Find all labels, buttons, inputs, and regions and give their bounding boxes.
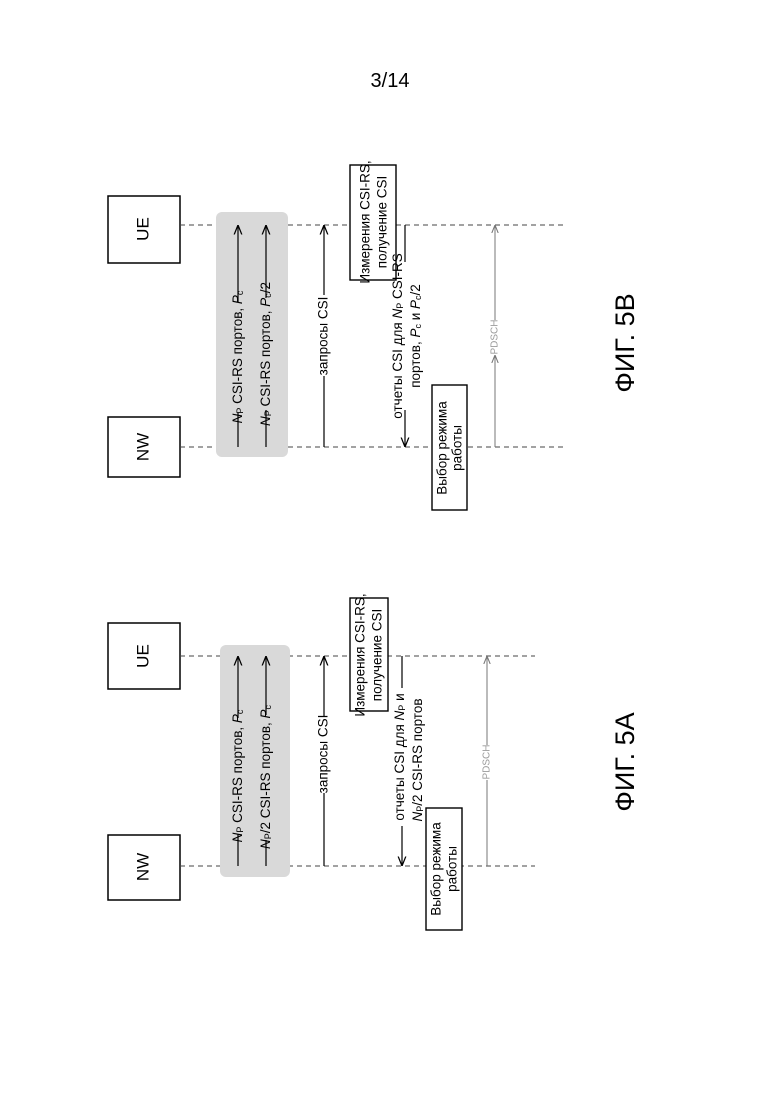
nw-label: NW (133, 853, 152, 881)
csi-report-line-2: портов, Pc и Pc/2 (408, 284, 424, 388)
figure-caption: ФИГ. 5B (610, 293, 640, 392)
pdsch-label: PDSCH (490, 319, 501, 354)
csi-rs-shaded-region (216, 212, 288, 457)
ue-measurement-line-2: получение CSI (375, 176, 390, 268)
figure-5a: NW UE NP CSI-RS портов, Pc NP/2 CSI-RS п… (108, 593, 640, 930)
csi-request-label: запросы CSI (316, 297, 331, 376)
mode-selection-line-2: работы (450, 425, 465, 471)
ue-label: UE (133, 217, 152, 241)
mode-selection-line-1: Выбор режима (435, 401, 450, 495)
ue-measurement-line-1: Измерения CSI-RS, (358, 160, 373, 283)
mode-selection-line-1: Выбор режима (429, 822, 444, 916)
ue-measurement-line-2: получение CSI (370, 609, 385, 701)
ue-label: UE (133, 644, 152, 668)
pdsch-label: PDSCH (482, 744, 493, 779)
csi-rs-msg-2-label: NP CSI-RS портов, Pc/2 (258, 282, 274, 426)
nw-label: NW (133, 433, 152, 461)
ue-measurement-line-1: Измерения CSI-RS, (353, 593, 368, 716)
csi-report-line-1: отчеты CSI для NP и (392, 693, 408, 820)
csi-rs-msg-1-label: NP CSI-RS портов, Pc (230, 290, 246, 423)
csi-rs-msg-2-label: NP/2 CSI-RS портов, Pc (258, 704, 274, 849)
figure-caption: ФИГ. 5A (610, 712, 640, 811)
csi-rs-msg-1-label: NP CSI-RS портов, Pc (230, 709, 246, 842)
figure-5b: NW UE NP CSI-RS портов, Pc NP CSI-RS пор… (108, 160, 640, 510)
csi-report-line-2: NP/2 CSI-RS портов (410, 698, 426, 821)
mode-selection-line-2: работы (445, 846, 460, 892)
csi-request-label: запросы CSI (316, 715, 331, 794)
csi-report-line-1: отчеты CSI для NP CSI-RS (390, 253, 406, 418)
